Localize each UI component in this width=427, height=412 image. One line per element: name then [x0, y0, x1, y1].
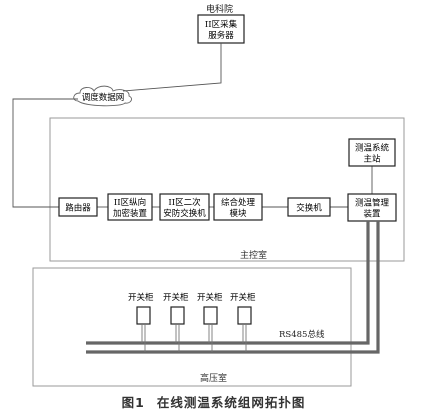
- cabinet-box: [237, 306, 252, 325]
- master-station-label-1: 测温系统: [355, 143, 390, 154]
- institute-label: 电科院: [206, 3, 233, 15]
- cabinet-label: 开关柜: [230, 292, 256, 303]
- switch-box: [287, 197, 331, 217]
- control-room-label: 主控室: [240, 249, 267, 261]
- cabinet-label: 开关柜: [197, 292, 223, 303]
- rs485-bus: [86, 221, 380, 354]
- server-label-1: II区采集: [205, 19, 238, 30]
- cabinet-4: 开关柜: [230, 292, 256, 352]
- cabinet-box: [170, 306, 185, 325]
- secure-switch-box: [159, 193, 210, 221]
- switch-label: 交换机: [296, 203, 322, 214]
- master-station-box: [348, 138, 396, 167]
- encrypt-box: [107, 193, 153, 221]
- cabinet-box: [203, 306, 218, 325]
- secure-switch-label-2: 安防交换机: [163, 208, 206, 219]
- cloud-label: 调度数据网: [82, 92, 125, 103]
- figure-title: 在线测温系统组网拓扑图: [156, 395, 306, 410]
- temp-manager-label-2: 装置: [363, 209, 381, 220]
- processing-module-label-1: 综合处理: [221, 197, 256, 208]
- master-station-label-2: 主站: [363, 154, 381, 165]
- control-room-region: [49, 117, 405, 262]
- temp-manager-box: [347, 193, 397, 222]
- hv-room-label: 高压室: [200, 372, 227, 384]
- secure-switch-label-1: II区二次: [168, 197, 201, 208]
- rs485-label: RS485总线: [279, 329, 325, 340]
- router-label: 路由器: [65, 203, 91, 214]
- cloud-icon: [73, 85, 132, 107]
- cabinet-2: 开关柜: [163, 292, 189, 352]
- temp-manager-label-1: 测温管理: [355, 198, 390, 209]
- cabinet-1: 开关柜: [128, 292, 154, 352]
- processing-module-label-2: 模块: [229, 208, 247, 219]
- cabinet-box: [136, 306, 151, 325]
- figure-number: 图1: [121, 395, 145, 410]
- encrypt-label-2: 加密装置: [113, 208, 148, 219]
- encrypt-label-1: II区纵向: [114, 197, 146, 208]
- cabinet-label: 开关柜: [163, 292, 189, 303]
- hv-room-region: [32, 267, 352, 387]
- connection-lines: [12, 43, 373, 208]
- server-label-2: 服务器: [208, 30, 234, 41]
- processing-module-box: [213, 193, 263, 221]
- figure-caption: 图1 在线测温系统组网拓扑图: [0, 392, 427, 411]
- router-box: [58, 197, 98, 217]
- cabinet-3: 开关柜: [197, 292, 223, 352]
- cabinet-label: 开关柜: [128, 292, 154, 303]
